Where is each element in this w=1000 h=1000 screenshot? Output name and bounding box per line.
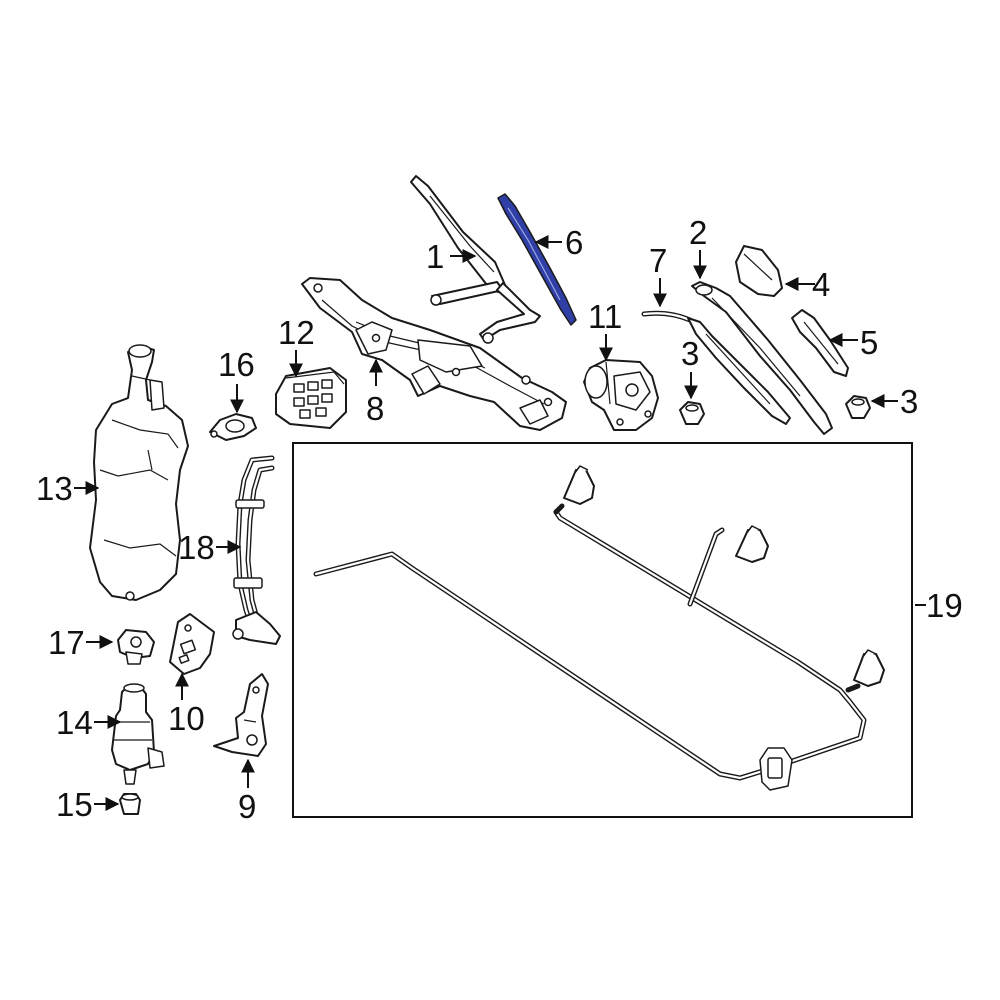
part-13-washer-reservoir[interactable] <box>89 344 189 601</box>
callout-3-center[interactable]: 3 <box>681 335 699 372</box>
part-15-grommet[interactable] <box>119 793 141 815</box>
part-1-wiper-arm[interactable] <box>410 175 541 344</box>
callout-16[interactable]: 16 <box>218 346 255 383</box>
callout-18[interactable]: 18 <box>178 529 215 566</box>
part-12-module[interactable] <box>275 367 347 429</box>
part-17-level-sensor[interactable] <box>117 629 155 665</box>
callout-17[interactable]: 17 <box>48 624 85 661</box>
part-10-bracket[interactable] <box>169 613 215 675</box>
callout-13[interactable]: 13 <box>36 470 73 507</box>
callout-leaders <box>74 235 926 811</box>
part-3-nut-left[interactable] <box>679 401 705 425</box>
callout-6[interactable]: 6 <box>565 224 583 261</box>
part-19-frame <box>292 442 913 818</box>
part-4-cover-cap[interactable] <box>735 245 783 297</box>
part-18-hose-bundle[interactable] <box>232 455 281 645</box>
callout-5[interactable]: 5 <box>860 324 878 361</box>
callout-labels: 1 6 2 4 5 7 11 3 3 8 12 16 13 18 17 10 1… <box>36 214 963 825</box>
callout-15[interactable]: 15 <box>56 786 93 823</box>
part-3-nut-right[interactable] <box>845 395 871 419</box>
part-16-cap[interactable] <box>209 413 257 441</box>
part-9-bracket[interactable] <box>213 673 269 757</box>
callout-3-right[interactable]: 3 <box>900 383 918 420</box>
callout-2[interactable]: 2 <box>689 214 707 251</box>
callout-10[interactable]: 10 <box>168 700 205 737</box>
callout-12[interactable]: 12 <box>278 314 315 351</box>
callout-8[interactable]: 8 <box>366 390 384 427</box>
callout-14[interactable]: 14 <box>56 704 93 741</box>
callout-1[interactable]: 1 <box>426 238 444 275</box>
part-11-wiper-motor[interactable] <box>583 359 659 431</box>
part-5-cover[interactable] <box>791 309 849 377</box>
part-6-wiper-blade[interactable] <box>497 193 577 326</box>
part-7-wiper-arm[interactable] <box>641 310 791 425</box>
part-19-washer-hose[interactable] <box>313 465 885 791</box>
callout-11[interactable]: 11 <box>588 298 622 335</box>
callout-9[interactable]: 9 <box>238 788 256 825</box>
part-14-washer-pump[interactable] <box>111 683 165 785</box>
callout-7[interactable]: 7 <box>649 242 667 279</box>
callout-19[interactable]: 19 <box>926 587 963 624</box>
part-8-wiper-linkage[interactable] <box>301 277 567 431</box>
callout-4[interactable]: 4 <box>812 266 830 303</box>
part-2-wiper-arm[interactable] <box>691 281 833 435</box>
